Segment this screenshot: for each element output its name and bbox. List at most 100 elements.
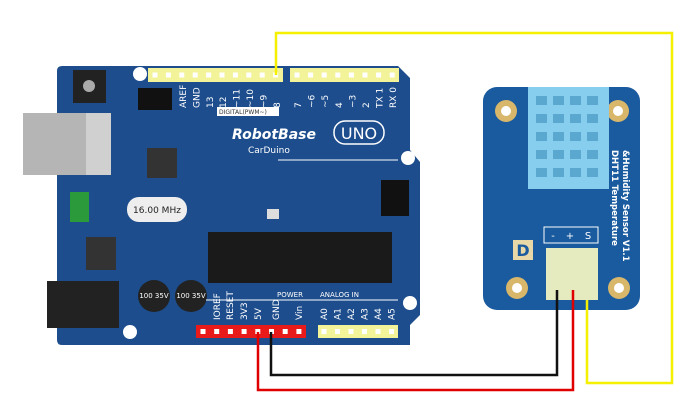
pin-label: A1 bbox=[334, 308, 344, 320]
pin-label: GND bbox=[192, 87, 202, 108]
sensor-vent bbox=[536, 150, 547, 159]
ground-wire bbox=[269, 290, 559, 377]
crystal bbox=[127, 197, 187, 222]
sensor-vent bbox=[536, 96, 547, 105]
header-pin[interactable] bbox=[246, 72, 252, 78]
sensor-vent bbox=[570, 132, 581, 141]
pin-label: GND bbox=[272, 299, 282, 320]
header-pin[interactable] bbox=[294, 72, 300, 78]
sensor-vent bbox=[536, 132, 547, 141]
header-pin[interactable] bbox=[282, 329, 288, 334]
pin-label: 13 bbox=[206, 97, 216, 108]
pin-label: 8 bbox=[273, 102, 283, 108]
pin-label: A0 bbox=[320, 308, 330, 320]
header-pin[interactable] bbox=[362, 72, 368, 78]
header-pin[interactable] bbox=[389, 329, 394, 334]
vcc-wire bbox=[256, 290, 575, 392]
header-pin[interactable] bbox=[362, 329, 367, 334]
header-pin[interactable] bbox=[308, 72, 314, 78]
icsp-header bbox=[138, 88, 172, 110]
header-pin[interactable] bbox=[296, 329, 302, 334]
header-pin[interactable] bbox=[348, 72, 354, 78]
capacitor bbox=[175, 280, 207, 312]
pin-label: TX 1 bbox=[376, 88, 386, 109]
pin-label: ~6 bbox=[308, 94, 318, 108]
header-pin[interactable] bbox=[335, 329, 340, 334]
sensor-vent bbox=[570, 96, 581, 105]
pin-label: RX 0 bbox=[389, 87, 399, 108]
header-pin[interactable] bbox=[232, 72, 238, 78]
header-pin[interactable] bbox=[227, 329, 233, 334]
sensor-vent bbox=[587, 132, 598, 141]
pin-label: RESET bbox=[226, 291, 236, 320]
pin-label: Vin bbox=[295, 306, 305, 320]
capacitor bbox=[138, 280, 170, 312]
dht11-module: D - + S DHT11 Temperature &Humidity Sens… bbox=[483, 87, 640, 310]
pin-label: ~9 bbox=[259, 94, 269, 108]
pin-label: 4 bbox=[335, 102, 345, 108]
header-pin[interactable] bbox=[389, 72, 395, 78]
pin-label: ~11 bbox=[233, 89, 243, 108]
header-pin[interactable] bbox=[321, 329, 327, 334]
header-pin[interactable] bbox=[269, 329, 274, 334]
pin-label: A3 bbox=[361, 308, 371, 320]
sensor-vent bbox=[536, 114, 547, 123]
pin-label: 3V3 bbox=[240, 302, 250, 320]
header-pin[interactable] bbox=[321, 72, 327, 78]
header-pin[interactable] bbox=[376, 72, 382, 78]
header-pin[interactable] bbox=[255, 329, 261, 334]
sensor-vent bbox=[553, 114, 564, 123]
analog-header bbox=[318, 325, 398, 338]
digital-header-b bbox=[290, 68, 399, 82]
pin-label-ground: - bbox=[551, 231, 555, 242]
header-pin[interactable] bbox=[259, 72, 265, 78]
sensor-vent bbox=[587, 150, 598, 159]
sensor-vent bbox=[553, 150, 564, 159]
header-pin[interactable] bbox=[348, 329, 354, 334]
power-header bbox=[196, 325, 306, 338]
regulator bbox=[86, 237, 116, 270]
digital-header-a bbox=[148, 68, 283, 82]
header-pin[interactable] bbox=[192, 72, 198, 78]
sensor-vent bbox=[587, 168, 598, 177]
capacitor-label: 100 35V bbox=[176, 292, 205, 300]
sensor-subtitle: &Humidity Sensor V1.1 bbox=[620, 150, 630, 262]
pin-label: ~10 bbox=[246, 89, 256, 108]
uno-badge: UNO bbox=[341, 124, 377, 143]
sensor-title: DHT11 Temperature bbox=[609, 150, 619, 246]
header-pin[interactable] bbox=[214, 329, 220, 334]
header-pin[interactable] bbox=[206, 72, 212, 78]
analog-label: ANALOG IN bbox=[320, 291, 359, 299]
pin-label: A4 bbox=[374, 308, 384, 320]
usb-chip bbox=[147, 148, 177, 178]
pin-label: 7 bbox=[294, 102, 304, 108]
pin-label: A5 bbox=[388, 308, 398, 320]
fuse bbox=[70, 192, 89, 222]
sensor-vent bbox=[570, 168, 581, 177]
model-label: CarDuino bbox=[248, 146, 290, 156]
pin-label-signal: S bbox=[585, 231, 591, 242]
pin-label-vcc: + bbox=[566, 231, 574, 242]
sensor-logo: D bbox=[516, 241, 529, 260]
power-label: POWER bbox=[277, 291, 303, 299]
pin-label: ~3 bbox=[348, 95, 358, 108]
signal-wire bbox=[274, 31, 674, 385]
capacitor-label: 100 35V bbox=[139, 292, 168, 300]
digital-label: DIGITAL(PWM~) bbox=[219, 109, 267, 116]
header-pin[interactable] bbox=[152, 72, 158, 78]
pin-label: ~5 bbox=[321, 95, 331, 108]
header-pin[interactable] bbox=[179, 72, 185, 78]
pin-label: 5V bbox=[254, 307, 264, 320]
header-pin[interactable] bbox=[165, 72, 171, 78]
header-pin[interactable] bbox=[219, 72, 225, 78]
header-pin[interactable] bbox=[335, 72, 341, 78]
header-pin[interactable] bbox=[241, 329, 247, 334]
header-pin[interactable] bbox=[200, 329, 206, 334]
sensor-vent bbox=[587, 96, 598, 105]
sensor-vent bbox=[587, 114, 598, 123]
sensor-vent bbox=[553, 96, 564, 105]
header-pin[interactable] bbox=[375, 329, 381, 334]
icsp-header bbox=[381, 180, 409, 216]
sensor-vent bbox=[536, 168, 547, 177]
